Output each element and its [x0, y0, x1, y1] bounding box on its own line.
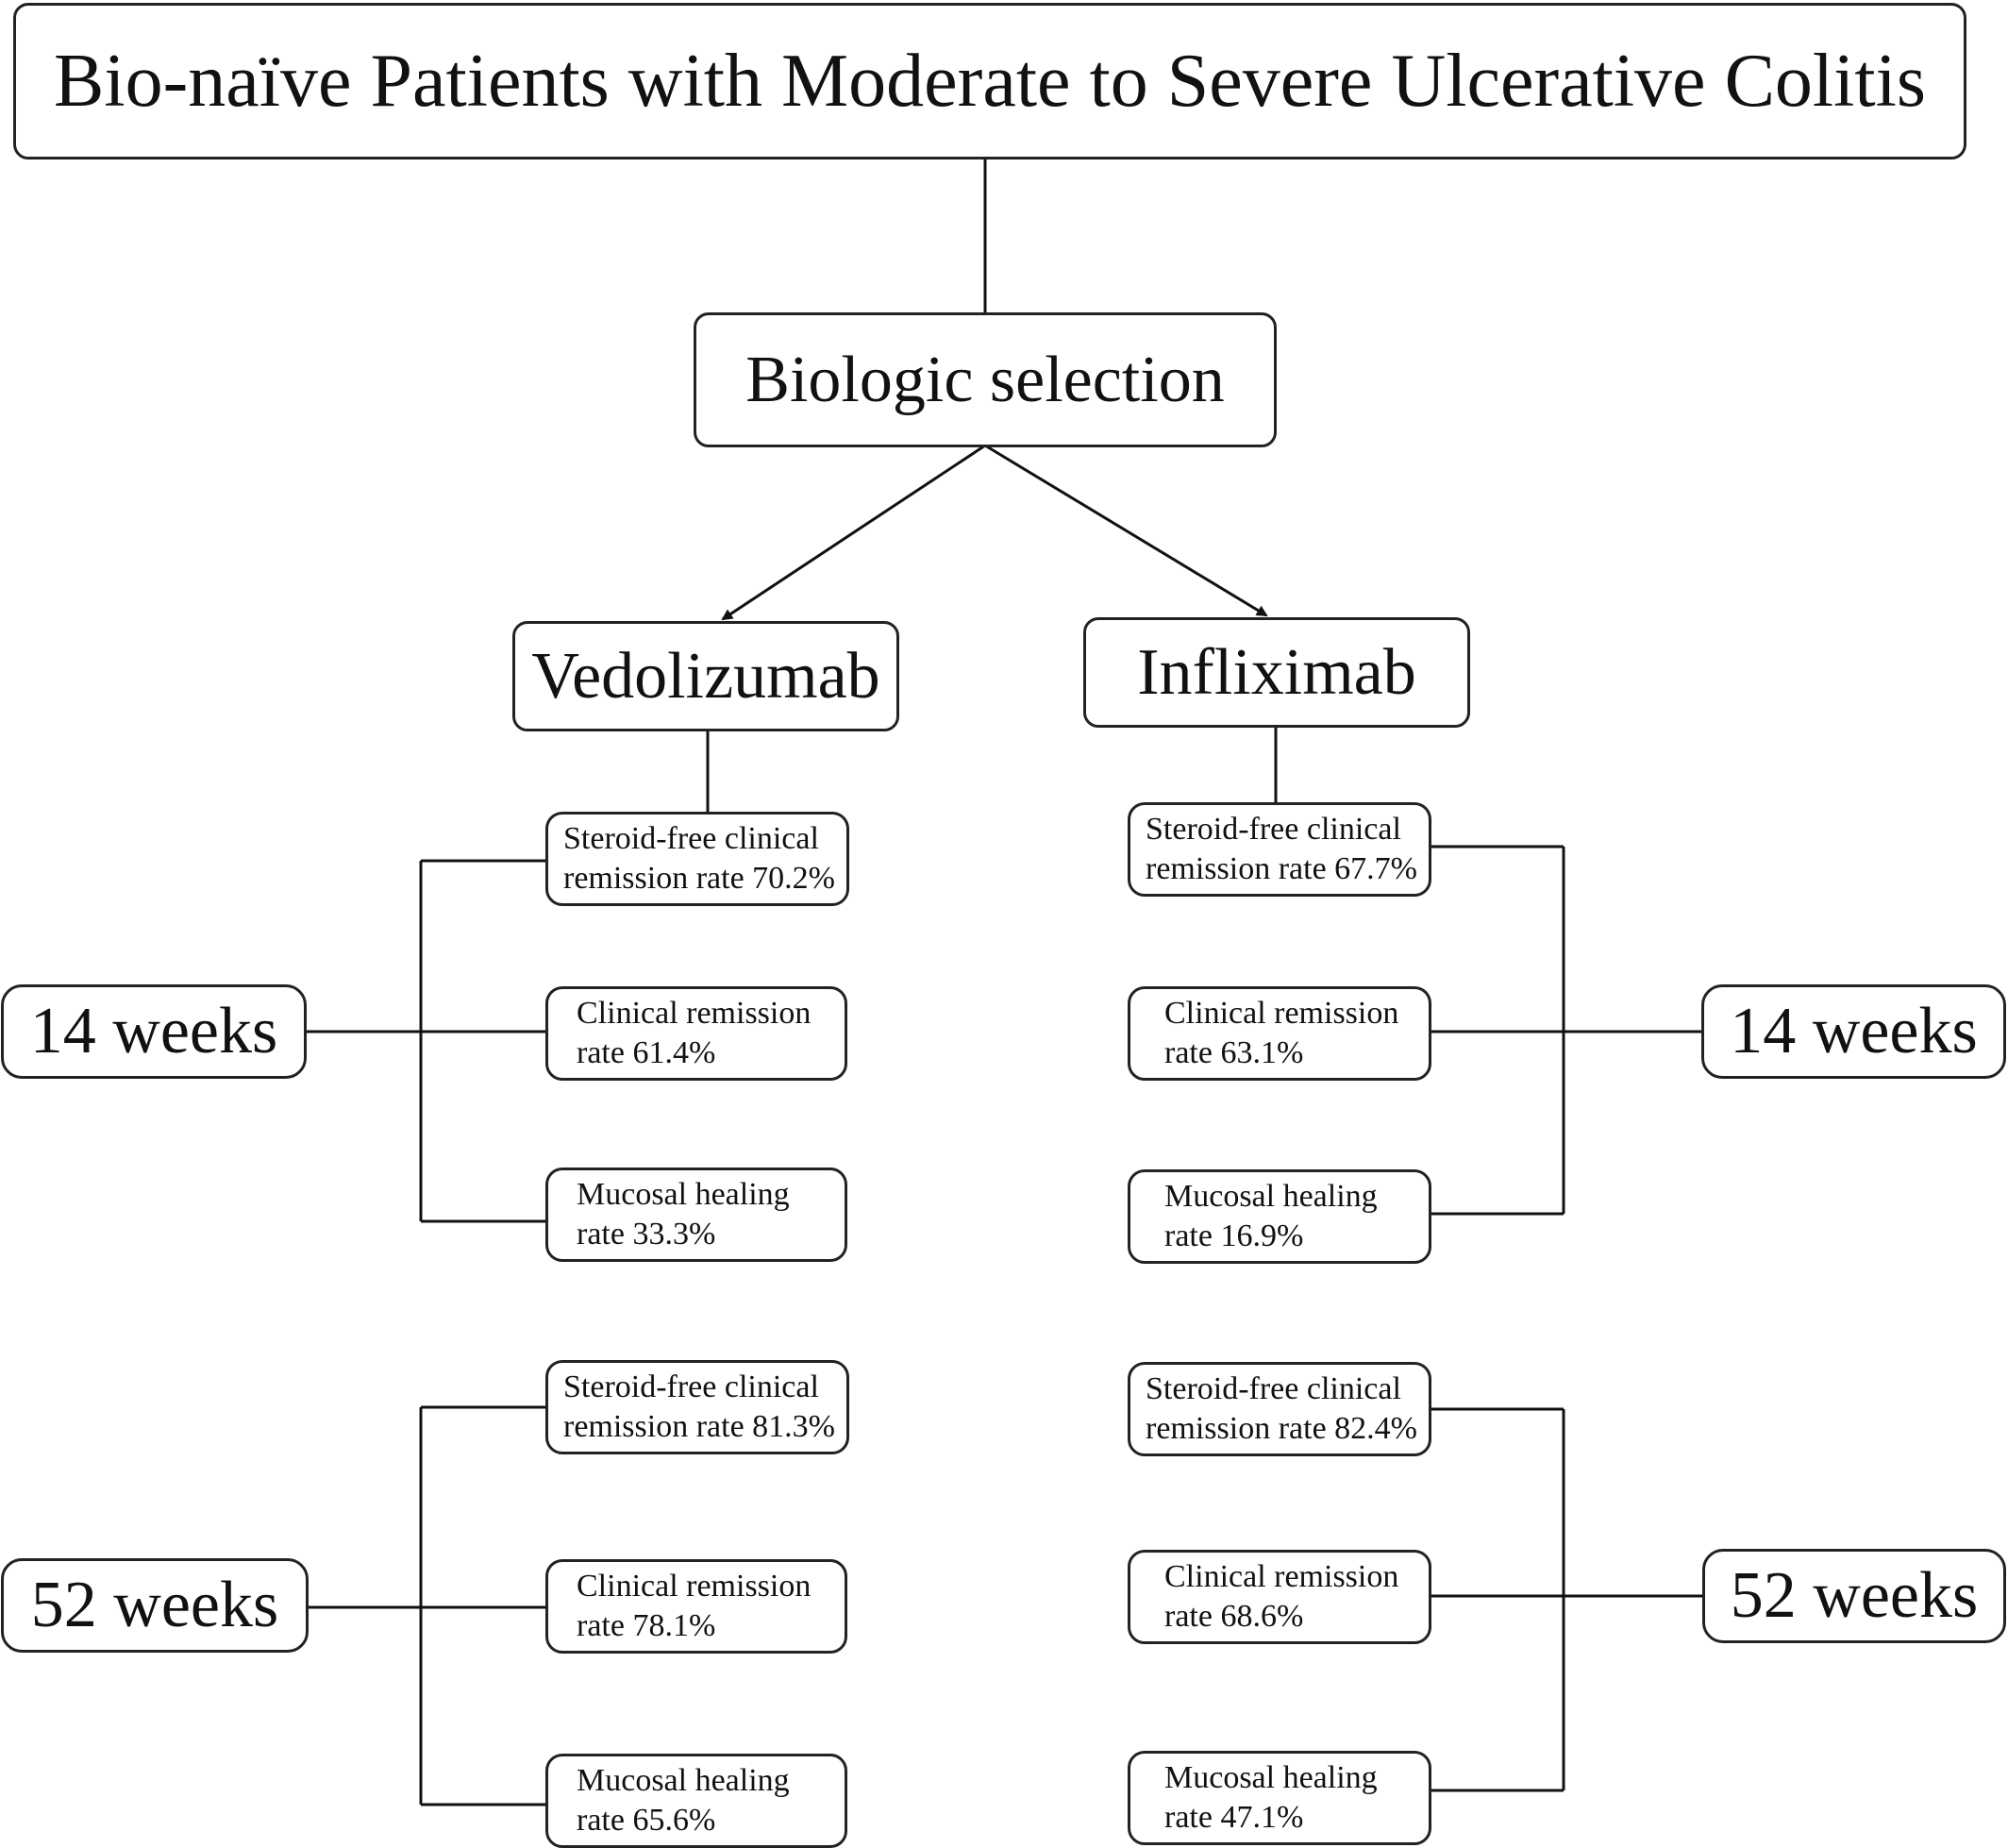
outcome-box: Mucosal healing rate 47.1% [1128, 1751, 1431, 1845]
inf-week14-box: 14 weeks [1701, 984, 2006, 1079]
ved-week14-label: 14 weeks [29, 995, 278, 1067]
outcome-line-2: rate 47.1% [1164, 1800, 1304, 1835]
outcome-line-2: rate 61.4% [577, 1035, 716, 1070]
outcome-line-1: Mucosal healing [577, 1763, 790, 1798]
inf-week52-box: 52 weeks [1702, 1549, 2006, 1643]
infliximab-box: Infliximab [1083, 617, 1470, 728]
vedolizumab-label: Vedolizumab [531, 639, 880, 713]
selection-box: Biologic selection [694, 312, 1277, 447]
outcome-line-1: Clinical remission [577, 996, 812, 1031]
outcome-box: Steroid-free clinical remission rate 67.… [1128, 802, 1431, 897]
outcome-line-1: Mucosal healing [1164, 1760, 1378, 1795]
outcome-line-2: remission rate 81.3% [563, 1409, 835, 1444]
outcome-box: Clinical remission rate 63.1% [1128, 986, 1431, 1081]
outcome-line-2: rate 68.6% [1164, 1599, 1304, 1634]
ved-week52-box: 52 weeks [1, 1558, 309, 1653]
outcome-line-2: rate 78.1% [577, 1608, 716, 1643]
arrow-to-infliximab [984, 444, 1268, 617]
outcome-line-1: Steroid-free clinical [1146, 812, 1401, 847]
outcome-box: Mucosal healing rate 33.3% [545, 1168, 847, 1262]
diagram-title: Bio-naïve Patients with Moderate to Seve… [54, 40, 1926, 123]
outcome-line-1: Mucosal healing [1164, 1179, 1378, 1214]
outcome-box: Clinical remission rate 68.6% [1128, 1550, 1431, 1644]
outcome-box: Steroid-free clinical remission rate 81.… [545, 1360, 849, 1454]
outcome-box: Steroid-free clinical remission rate 82.… [1128, 1362, 1431, 1456]
outcome-line-2: remission rate 70.2% [563, 861, 835, 896]
outcome-line-2: remission rate 67.7% [1146, 851, 1417, 886]
outcome-line-2: rate 33.3% [577, 1217, 716, 1252]
outcome-line-1: Steroid-free clinical [563, 1369, 819, 1404]
ved-week14-box: 14 weeks [1, 984, 307, 1079]
outcome-box: Clinical remission rate 61.4% [545, 986, 847, 1081]
outcome-line-1: Clinical remission [1164, 1559, 1399, 1594]
outcome-line-2: rate 16.9% [1164, 1218, 1304, 1253]
outcome-line-1: Steroid-free clinical [563, 821, 819, 856]
title-box: Bio-naïve Patients with Moderate to Seve… [13, 3, 1966, 160]
outcome-box: Steroid-free clinical remission rate 70.… [545, 812, 849, 906]
outcome-box: Clinical remission rate 78.1% [545, 1559, 847, 1654]
outcome-line-1: Clinical remission [1164, 996, 1399, 1031]
infliximab-label: Infliximab [1137, 635, 1416, 709]
inf-week14-label: 14 weeks [1730, 995, 1978, 1067]
outcome-line-2: rate 65.6% [577, 1803, 716, 1838]
inf-week52-label: 52 weeks [1730, 1559, 1979, 1632]
vedolizumab-box: Vedolizumab [512, 621, 899, 731]
outcome-line-2: remission rate 82.4% [1146, 1411, 1417, 1446]
arrow-to-vedolizumab [721, 444, 986, 621]
outcome-line-1: Mucosal healing [577, 1177, 790, 1212]
outcome-line-1: Steroid-free clinical [1146, 1371, 1401, 1406]
outcome-line-2: rate 63.1% [1164, 1035, 1304, 1070]
outcome-box: Mucosal healing rate 16.9% [1128, 1169, 1431, 1264]
outcome-line-1: Clinical remission [577, 1569, 812, 1604]
selection-label: Biologic selection [745, 343, 1225, 416]
ved-week52-label: 52 weeks [30, 1569, 279, 1641]
outcome-box: Mucosal healing rate 65.6% [545, 1754, 847, 1848]
